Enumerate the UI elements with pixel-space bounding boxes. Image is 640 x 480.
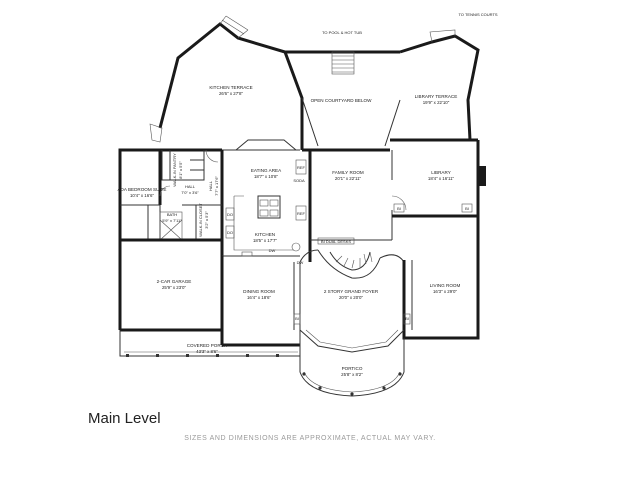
disclaimer: SIZES AND DIMENSIONS ARE APPROXIMATE, AC… bbox=[184, 435, 436, 442]
room-dim: 26'6" x 27'8" bbox=[219, 91, 244, 96]
bi-label: BI bbox=[405, 316, 409, 321]
ref-label: REF bbox=[297, 165, 306, 170]
dw-label: DW bbox=[297, 260, 304, 265]
to-pool-label: TO POOL & HOT TUB bbox=[322, 30, 362, 35]
room-name: LIVING ROOM bbox=[430, 283, 461, 288]
hall-label: HALL bbox=[208, 180, 213, 191]
room-name: LIBRARY TERRACE bbox=[415, 94, 458, 99]
portico-outline bbox=[299, 338, 405, 397]
fireplace bbox=[478, 166, 486, 186]
to-tennis-label: TO TENNIS COURTS bbox=[458, 12, 497, 17]
desks bbox=[317, 237, 355, 245]
room-dim: 16'4" x 18'6" bbox=[247, 295, 272, 300]
room-name: DINING ROOM bbox=[243, 289, 275, 294]
room-dim: 18'7" x 10'8" bbox=[254, 174, 279, 179]
kitchen-island bbox=[257, 195, 281, 219]
bath-label: BATH bbox=[167, 212, 177, 217]
dw-label: DW bbox=[269, 248, 276, 253]
room-dim: 19'9" x 22'10" bbox=[423, 100, 450, 105]
room-dim: 25'9" x 23'0" bbox=[162, 285, 187, 290]
room-dim: 18'4" x 16'11" bbox=[428, 176, 455, 181]
room-name: HALL bbox=[185, 184, 196, 189]
pantry-dim: 8'1" x 5'5" bbox=[178, 161, 183, 179]
room-dim: 18'5" x 17'7" bbox=[253, 238, 278, 243]
soda-label: SODA bbox=[293, 178, 305, 183]
exterior-wall bbox=[118, 148, 160, 330]
covered-porch-outline bbox=[119, 330, 300, 357]
bath-dim: 5'9" x 7'11" bbox=[162, 218, 182, 223]
do-label: DO bbox=[227, 230, 233, 235]
ref-label: REF bbox=[297, 211, 306, 216]
room-name: ADA BEDROOM SUITE bbox=[117, 187, 166, 192]
room-name: KITCHEN TERRACE bbox=[209, 85, 252, 90]
room-name: EATING AREA bbox=[251, 168, 282, 173]
desks-label: BI DUAL DESKS bbox=[321, 239, 351, 244]
closet-dim: 3'2" x 5'3" bbox=[204, 211, 209, 229]
room-dim: 20'1" x 22'11" bbox=[335, 176, 362, 181]
room-dim: 25'8" x 8'2" bbox=[341, 372, 363, 377]
room-name: PORTICO bbox=[342, 366, 363, 371]
library-terrace-wall bbox=[399, 34, 480, 141]
room-dim: 10'4" x 16'6" bbox=[130, 193, 155, 198]
room-name: FAMILY ROOM bbox=[332, 170, 364, 175]
closet-label: WALK-IN CLOSET bbox=[198, 203, 203, 237]
room-name: COVERED PORCH bbox=[187, 343, 228, 348]
grand-staircase bbox=[317, 249, 381, 279]
room-name: OPEN COURTYARD BELOW bbox=[311, 98, 372, 103]
room-dim: 43'3" x 8'6" bbox=[196, 349, 218, 354]
pantry-label: WALK-IN PANTRY bbox=[172, 153, 177, 187]
room-dim: 16'3" x 29'0" bbox=[433, 289, 458, 294]
hall-dim: 7'7" x 17'6" bbox=[214, 176, 219, 196]
stairs bbox=[331, 51, 355, 75]
room-name: 2 STORY GRAND FOYER bbox=[324, 289, 379, 294]
bi-label: BI bbox=[295, 316, 299, 321]
bi-label: BI bbox=[465, 206, 469, 211]
do-label: DO bbox=[227, 212, 233, 217]
room-dim: 20'0" x 20'0" bbox=[339, 295, 364, 300]
room-name: KITCHEN bbox=[255, 232, 275, 237]
room-name: LIBRARY bbox=[431, 170, 451, 175]
page-title: Main Level bbox=[88, 410, 161, 427]
bi-label: BI bbox=[397, 206, 401, 211]
room-dim: 7'0" x 3'6" bbox=[181, 190, 199, 195]
room-name: 2-CAR GARAGE bbox=[157, 279, 192, 284]
